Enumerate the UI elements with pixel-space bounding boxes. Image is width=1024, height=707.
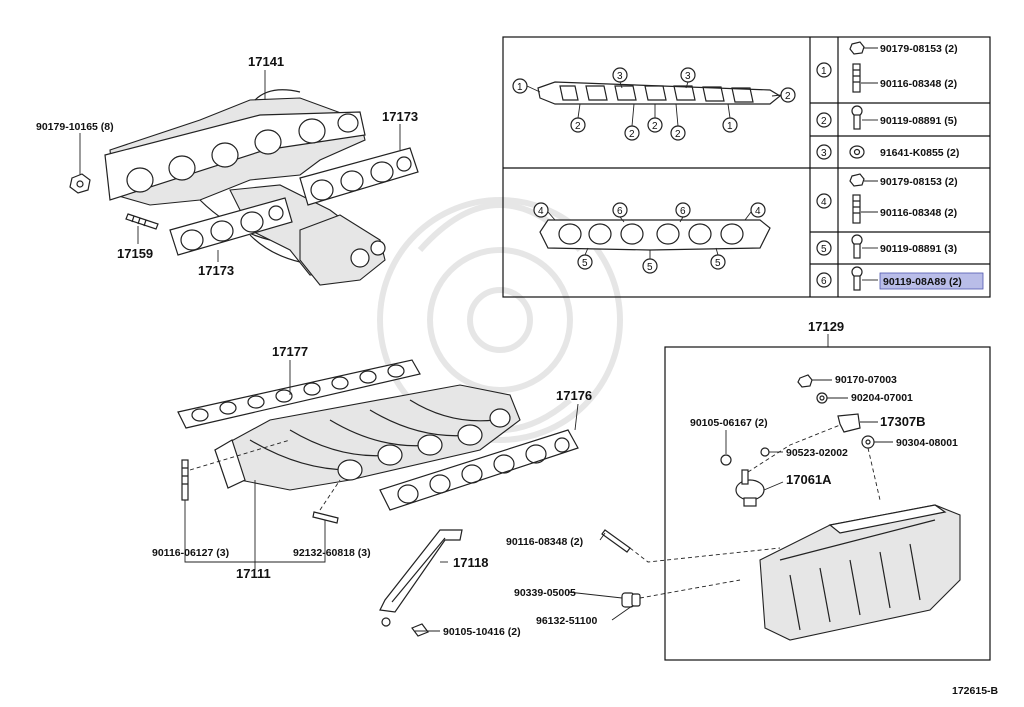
intake-plenum-box: 17129 90170-07003 90204-07001 (664, 319, 991, 661)
row-part: 90116-08348 (2) (880, 207, 957, 219)
label-exhaust-nut: 90179-10165 (8) (36, 121, 114, 133)
row-part: 90119-08891 (5) (880, 115, 957, 127)
intake-manifold-17111 (214, 384, 521, 491)
bracket-icon (837, 413, 861, 433)
bolt-icon (720, 454, 732, 466)
stud-icon (312, 511, 339, 524)
svg-text:6: 6 (617, 206, 623, 217)
exhaust-manifold-group: 17141 90179-10165 (8) 17173 17159 17173 (36, 54, 419, 286)
label-intake-manifold: 17111 (236, 566, 271, 581)
label-stay: 17118 (453, 555, 488, 570)
svg-text:5: 5 (582, 258, 588, 269)
row-part-highlighted: 90119-08A89 (2) (883, 276, 962, 288)
table-row: 5 90119-08891 (3) (816, 234, 957, 259)
row-circle: 1 (821, 66, 827, 77)
table-row: 2 90119-08891 (5) (816, 105, 957, 130)
svg-text:2: 2 (675, 129, 681, 140)
intake-manifold-group: 17177 17176 90116-06127 (3) 92132-60818 … (152, 344, 781, 638)
washer-icon (816, 392, 828, 404)
svg-text:2: 2 (629, 129, 635, 140)
svg-text:6: 6 (680, 206, 686, 217)
stud-icon (181, 459, 189, 501)
svg-text:1: 1 (517, 82, 523, 93)
label-gasket-17177: 17177 (272, 344, 308, 359)
svg-text:2: 2 (652, 121, 658, 132)
flange-nut-icon (849, 145, 865, 159)
exhaust-gasket-lower (169, 197, 293, 256)
label-nut: 90170-07003 (835, 374, 897, 386)
intake-gasket-type-2 (539, 219, 771, 251)
label-actuator: 17061A (786, 472, 832, 487)
bolt-icon (851, 266, 863, 291)
nut-icon (849, 173, 865, 187)
clip-icon (760, 447, 770, 457)
intake-gasket-17177 (177, 359, 421, 429)
highlight-marker (879, 272, 984, 290)
svg-text:5: 5 (715, 258, 721, 269)
label-plenum-title: 17129 (808, 319, 844, 334)
label-washer2: 90304-08001 (896, 437, 958, 449)
svg-text:5: 5 (647, 262, 653, 273)
label-clamp: 90339-05005 (514, 587, 576, 599)
label-stud: 17159 (117, 246, 153, 261)
row-part: 91641-K0855 (2) (880, 147, 959, 159)
row-part: 90116-08348 (2) (880, 78, 957, 90)
label-stud-mid: 92132-60818 (3) (293, 547, 371, 559)
label-exhaust-manifold: 17141 (248, 54, 284, 69)
row-circle: 4 (821, 197, 827, 208)
nut-icon (69, 173, 91, 194)
table-row: 3 91641-K0855 (2) (816, 144, 959, 160)
stud-icon (852, 194, 861, 224)
callouts-gasket-2: 4 4 6 6 5 5 5 (533, 202, 766, 274)
row-part: 90119-08891 (3) (880, 243, 957, 255)
stud-icon (601, 529, 631, 553)
callouts-gasket-1: 1 2 3 3 2 2 2 2 1 (512, 67, 796, 141)
svg-text:2: 2 (575, 121, 581, 132)
hose-icon (631, 593, 641, 607)
table-row: 1 90179-08153 (2) 90116-08348 (2) (816, 41, 958, 93)
gasket-fastener-table: 1 2 3 3 2 2 2 2 1 (502, 36, 991, 298)
intake-gasket-type-1 (537, 81, 782, 105)
bolt-icon (411, 623, 429, 637)
table-row: 6 90119-08A89 (2) (816, 266, 984, 291)
exhaust-gasket-right (299, 147, 419, 206)
label-gasket-17176: 17176 (556, 388, 592, 403)
bolt-icon (851, 234, 863, 259)
bolt-icon (851, 105, 863, 130)
manifold-stay-17118 (379, 529, 463, 627)
nut-icon (849, 41, 865, 55)
label-stud-left: 90116-06127 (3) (152, 547, 229, 559)
row-circle: 6 (821, 276, 827, 287)
figure-code: 172615-B (952, 685, 999, 697)
stud-icon (125, 213, 159, 230)
svg-text:2: 2 (785, 91, 791, 102)
label-bolt: 90105-06167 (2) (690, 417, 768, 429)
label-bolt: 90105-10416 (2) (443, 626, 521, 638)
label-washer: 90204-07001 (851, 392, 913, 404)
intake-plenum (759, 504, 961, 641)
table-row: 4 90179-08153 (2) 90116-08348 (2) (816, 173, 958, 224)
label-hose: 96132-51100 (536, 615, 597, 627)
intake-gasket-17176 (379, 429, 579, 511)
washer-icon (861, 435, 875, 449)
actuator-icon (735, 469, 765, 507)
label-gasket-right: 17173 (382, 109, 418, 124)
svg-text:1: 1 (727, 121, 733, 132)
stud-icon (852, 63, 861, 93)
row-circle: 2 (821, 116, 827, 127)
row-part: 90179-08153 (2) (880, 176, 958, 188)
label-bracket: 17307B (880, 414, 926, 429)
label-clip: 90523-02002 (786, 447, 848, 459)
svg-text:3: 3 (685, 71, 691, 82)
svg-text:3: 3 (617, 71, 623, 82)
label-gasket-lower: 17173 (198, 263, 234, 278)
row-circle: 5 (821, 244, 827, 255)
svg-text:4: 4 (755, 206, 761, 217)
row-part: 90179-08153 (2) (880, 43, 958, 55)
svg-text:4: 4 (538, 206, 544, 217)
label-stud-lower: 90116-08348 (2) (506, 536, 583, 548)
row-circle: 3 (821, 148, 827, 159)
nut-icon (797, 374, 813, 388)
